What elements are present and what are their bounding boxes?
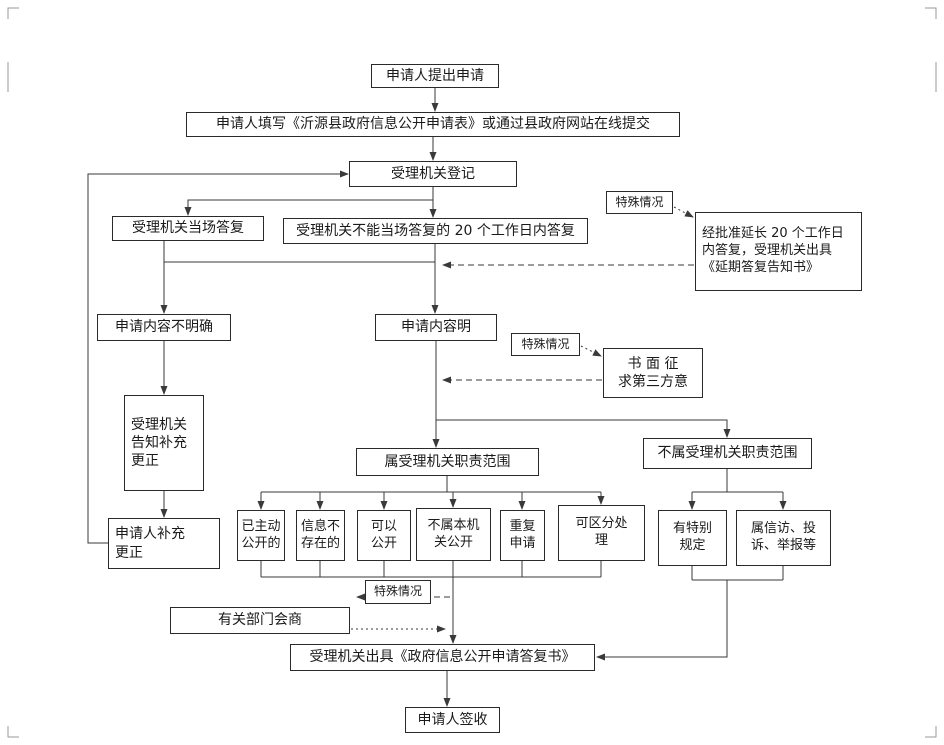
flow-node-register: 受理机关登记 (349, 161, 517, 187)
flow-node-petition-complaint: 属信访、投 诉、举报等 (736, 510, 831, 566)
flow-node-content-unclear: 申请内容不明确 (97, 314, 231, 341)
flow-node-special-case-1: 特殊情况 (606, 191, 673, 214)
flow-node-content-clear: 申请内容明 (375, 314, 497, 341)
flow-node-notify-supplement: 受理机关 告知补充 更正 (124, 395, 204, 491)
solid-connectors (87, 88, 787, 707)
flow-node-reply-20days: 受理机关不能当场答复的 20 个工作日内答复 (283, 218, 588, 244)
flow-node-fill-form: 申请人填写《沂源县政府信息公开申请表》或通过县政府网站在线提交 (186, 112, 680, 137)
flow-node-special-case-3: 特殊情况 (365, 580, 431, 604)
flow-node-can-disclose: 可以 公开 (357, 510, 411, 561)
flow-node-info-not-exist: 信息不 存在的 (296, 510, 345, 561)
flow-node-third-party-opinion: 书 面 征 求第三方意 (603, 348, 703, 398)
flow-node-department-consult: 有关部门会商 (170, 607, 350, 634)
flow-node-special-provision: 有特别 规定 (658, 510, 727, 566)
flow-node-applicant-supplement: 申请人补充 更正 (108, 518, 220, 569)
flow-node-submit: 申请人提出申请 (371, 64, 499, 88)
flow-node-already-public: 已主动 公开的 (237, 510, 285, 561)
flow-node-in-scope: 属受理机关职责范围 (356, 448, 539, 476)
flow-node-special-case-2: 特殊情况 (511, 333, 580, 356)
flow-node-repeat-application: 重复 申请 (500, 510, 545, 561)
flow-node-extend-reply: 经批准延长 20 个工作日 内答复，受理机关出具 《延期答复告知书》 (695, 212, 862, 291)
flow-node-out-of-scope: 不属受理机关职责范围 (643, 438, 812, 469)
flow-node-separable-handling: 可区分处 理 (558, 505, 645, 561)
flow-node-sign-receipt: 申请人签收 (405, 707, 500, 733)
flow-node-reply-onsite: 受理机关当场答复 (112, 216, 264, 241)
dashed-connectors (356, 261, 694, 601)
flow-node-reply-document: 受理机关出具《政府信息公开申请答复书》 (290, 644, 595, 671)
dotted-connectors (351, 206, 694, 633)
flow-node-not-this-organ: 不属本机 关公开 (416, 508, 491, 561)
crop-marks (7, 7, 937, 738)
